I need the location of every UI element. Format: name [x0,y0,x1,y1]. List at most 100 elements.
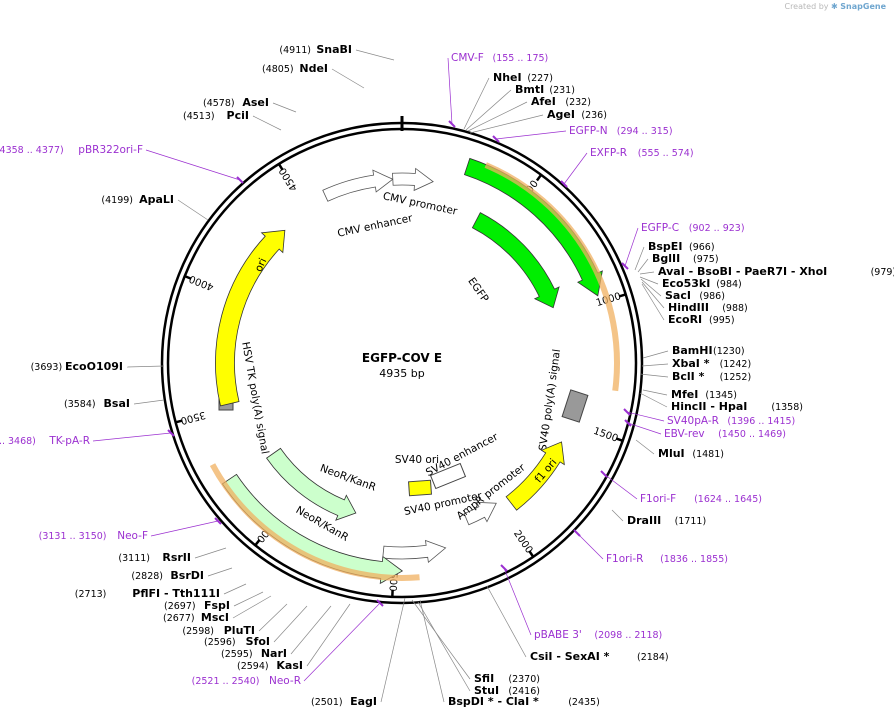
feature-cmv-enhancer[interactable] [322,169,394,202]
restriction-site[interactable]: SfoI(2596) [204,635,270,648]
restriction-site[interactable]: MscI(2677) [163,611,229,624]
restriction-site[interactable]: BclI *(1252) [672,370,751,383]
restriction-site[interactable]: BmtI(231) [515,83,575,96]
primer-site[interactable]: pBR322ori-F(4358 .. 4377) [0,144,143,156]
enzyme-leader-line [467,101,528,132]
primer-name: Neo-R [269,675,301,687]
feature-sv40-ori[interactable] [408,479,432,497]
primer-leader-line [503,567,532,636]
feature-ampr-promoter[interactable] [463,501,497,526]
enzyme-leader-line [639,392,668,408]
restriction-site[interactable]: Eco53kI(984) [662,277,742,290]
enzyme-position: (1230) [713,346,745,357]
enzyme-leader-line [252,115,282,131]
restriction-site[interactable]: BsrDI(2828) [131,569,204,582]
primer-site[interactable]: EBV-rev(1450 .. 1469) [664,428,786,440]
feature-label-egfp-inner: EGFP [465,275,490,304]
feature-sv40-polya[interactable] [561,389,589,423]
restriction-site[interactable]: RsrII(3111) [118,551,191,564]
restriction-site[interactable]: AfeI(232) [531,95,591,108]
primer-site[interactable]: F1ori-R(1836 .. 1855) [606,553,728,565]
enzyme-name: FspI [204,599,230,612]
enzyme-position: (2677) [163,613,195,624]
enzyme-name: NheI [493,71,522,84]
restriction-site[interactable]: SacI(986) [665,289,725,302]
enzyme-leader-line [640,278,662,297]
feature-sv40-promoter[interactable] [382,539,447,564]
restriction-site[interactable]: DraIII(1711) [627,514,706,527]
restriction-site[interactable]: PflFI - Tth111I(2713) [75,587,220,600]
feature-neor-inner[interactable] [266,447,357,521]
primer-site[interactable]: CMV-F(155 .. 175) [451,52,548,64]
tick-label: 1500 [592,426,620,445]
enzyme-position: (1242) [720,359,752,370]
primer-site[interactable]: EGFP-N(294 .. 315) [569,125,673,137]
primer-name: F1ori-F [640,493,676,505]
restriction-site[interactable]: HindIII(988) [668,301,748,314]
restriction-site[interactable]: SnaBI(4911) [279,43,352,56]
feature-cmv-promoter[interactable] [392,167,434,192]
primer-site[interactable]: F1ori-F(1624 .. 1645) [640,493,762,505]
primer-site[interactable]: EGFP-C(902 .. 923) [641,222,745,234]
restriction-site[interactable]: PciI(4513) [183,109,249,122]
restriction-site[interactable]: AseI(4578) [203,96,269,109]
restriction-site[interactable]: BsaI(3584) [64,397,130,410]
restriction-site[interactable]: ApaLI(4199) [101,193,174,206]
enzyme-leader-line [639,373,669,378]
primer-range: (3131 .. 3150) [39,531,107,542]
restriction-site[interactable]: KasI(2594) [237,659,303,672]
restriction-site[interactable]: AvaI - BsoBI - PaeR7I - XhoI(979) [658,265,894,278]
primer-site[interactable]: EXFP-R(555 .. 574) [590,147,694,159]
tick-mark [528,550,535,558]
primer-site[interactable]: Neo-R(2521 .. 2540) [192,675,301,687]
enzyme-position: (2596) [204,637,236,648]
feature-egfp-inner[interactable] [471,212,560,309]
restriction-site[interactable]: HincII - HpaI(1358) [671,400,803,413]
primer-site[interactable]: SV40pA-R(1396 .. 1415) [667,415,795,427]
feature-sv40-enhancer[interactable] [429,462,467,490]
enzyme-leader-line [194,547,227,559]
restriction-site[interactable]: EcoRI(995) [668,313,735,326]
restriction-site[interactable]: BglII(975) [652,252,719,265]
primer-site[interactable]: pBABE 3'(2098 .. 2118) [534,629,662,641]
primer-site-marker [214,517,222,525]
tick-mark [618,293,627,298]
restriction-site[interactable]: BspEI(966) [648,240,715,253]
primer-leader-line [626,411,665,422]
feature-label-sv40-ori: SV40 ori [395,454,439,466]
primer-range: (2098 .. 2118) [594,630,662,641]
restriction-site[interactable]: XbaI *(1242) [672,357,751,370]
snapgene-logo: ✱ [831,2,838,11]
enzyme-position: (2501) [311,697,343,708]
enzyme-name: AvaI - BsoBI - PaeR7I - XhoI [658,265,827,278]
restriction-site[interactable]: MluI(1481) [658,447,724,460]
primer-site-marker [621,262,629,270]
enzyme-leader-line [126,365,165,368]
restriction-site[interactable]: MfeI(1345) [671,388,737,401]
restriction-site[interactable]: NarI(2595) [221,647,287,660]
restriction-site[interactable]: CsiI - SexAI *(2184) [530,650,669,663]
restriction-site[interactable]: PluTI(2598) [182,624,255,637]
restriction-site[interactable]: FspI(2697) [164,599,230,612]
restriction-site[interactable]: NdeI(4805) [262,62,328,75]
restriction-site[interactable]: EcoO109I(3693) [31,360,123,373]
restriction-site[interactable]: SfiI(2370) [474,672,540,685]
restriction-site[interactable]: BspDI * - ClaI *(2435) [448,695,600,708]
enzyme-name: NarI [261,647,287,660]
restriction-site[interactable]: EagI(2501) [311,695,377,708]
restriction-site[interactable]: AgeI(236) [547,108,607,121]
primer-name: EGFP-C [641,222,679,234]
primer-site[interactable]: Neo-F(3131 .. 3150) [39,530,148,542]
feature-f1-ori[interactable] [505,441,565,511]
enzyme-name: AfeI [531,95,556,108]
primer-leader-line [624,227,639,267]
primer-name: F1ori-R [606,553,643,565]
enzyme-name: RsrII [162,551,191,564]
restriction-site[interactable]: NheI(227) [493,71,553,84]
feature-ori[interactable] [215,229,286,407]
restriction-site[interactable]: StuI(2416) [474,684,540,697]
enzyme-position: (1345) [705,390,737,401]
plasmid-name: EGFP-COV E [362,351,442,365]
primer-site[interactable]: TK-pA-R(3449 .. 3468) [0,435,90,447]
restriction-site[interactable]: BamHI(1230) [672,344,745,357]
